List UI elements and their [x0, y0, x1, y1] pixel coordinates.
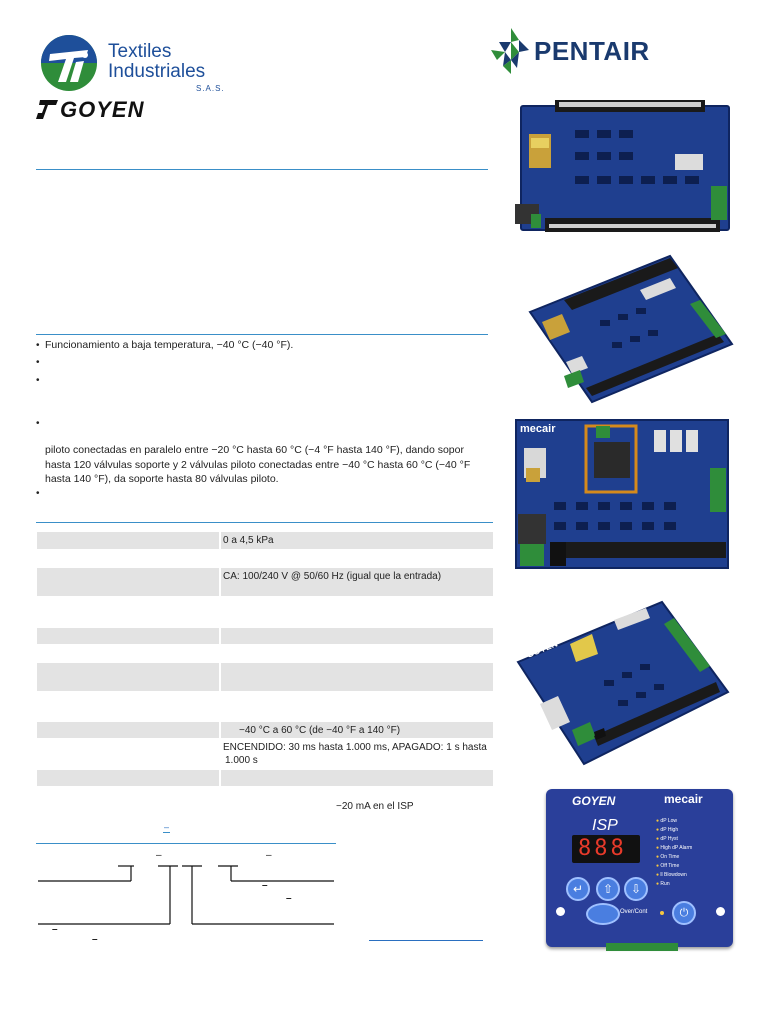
- bullet-icon: •: [36, 488, 40, 499]
- ti-logo-line1: Textiles: [108, 41, 172, 62]
- isp-brand-goyen: GOYEN: [572, 794, 616, 808]
- table-row: [37, 663, 493, 691]
- diagram-mark: –: [52, 924, 58, 935]
- section-divider: [36, 843, 336, 844]
- bullet-icon: •: [36, 418, 40, 429]
- diagram-mark: –: [164, 822, 170, 832]
- isp-connector: [606, 943, 678, 951]
- isp-over-cont-button[interactable]: [586, 903, 620, 925]
- controller-board-photo: [515, 100, 730, 232]
- mecair-board-photo: mecair: [515, 419, 729, 569]
- isp-led-icon: [660, 911, 664, 915]
- isp-indicator: ● Run: [656, 881, 670, 887]
- pentair-logo: PENTAIR: [489, 28, 689, 74]
- ti-logo-line2: Industriales: [108, 61, 206, 82]
- link-underline: [369, 940, 483, 941]
- spec-timing-line1: ENCENDIDO: 30 ms hasta 1.000 ms, APAGADO…: [223, 742, 487, 753]
- isp-indicator: ● ll Blowdown: [656, 872, 687, 878]
- feature-paragraph-line: hasta 140 °F), da soporte hasta 80 válvu…: [45, 473, 279, 485]
- table-row: [37, 628, 493, 644]
- isp-control-panel-photo: GOYEN mecair ISP 888 ● dP Low ● dP High …: [546, 789, 733, 951]
- feature-text: Funcionamiento a baja temperatura, −40 °…: [45, 339, 294, 351]
- ti-emblem-icon: [41, 35, 97, 91]
- spec-timing-line2: 1.000 s: [225, 755, 258, 766]
- power-icon[interactable]: ⏻: [672, 901, 696, 925]
- goyen-logo-text: GOYEN: [60, 97, 145, 122]
- isp-screw-icon: [716, 907, 725, 916]
- diagram-mark: –: [156, 850, 162, 861]
- isp-down-button[interactable]: ⇩: [624, 877, 648, 901]
- feature-paragraph-line: piloto conectadas en paralelo entre −20 …: [45, 444, 464, 456]
- isp-indicator: ● dP Low: [656, 818, 678, 824]
- isp-indicator: ● Off Time: [656, 863, 680, 869]
- isp-indicator: ● On Time: [656, 854, 680, 860]
- spec-pressure-range: 0 a 4,5 kPa: [223, 535, 274, 546]
- table-row: [37, 532, 493, 549]
- section-divider: [36, 522, 493, 523]
- diagram-mark: –: [262, 880, 268, 891]
- spec-temperature: −40 °C a 60 °C (de −40 °F a 140 °F): [239, 725, 401, 736]
- diagram-mark: –: [164, 822, 169, 832]
- diagram-mark: –: [92, 934, 98, 945]
- bullet-icon: •: [36, 375, 40, 386]
- isp-over-cont-label: Over/Cont: [620, 909, 648, 915]
- table-row: [37, 770, 493, 786]
- isp-brand-mecair: mecair: [664, 792, 703, 806]
- spec-current-signal: −20 mA en el ISP: [336, 801, 414, 812]
- isp-display: 888: [572, 835, 640, 863]
- textiles-industriales-logo: Textiles Industriales S.A.S.: [36, 30, 224, 96]
- controller-board-angled-photo: [528, 254, 734, 404]
- isp-enter-button[interactable]: ↵: [566, 877, 590, 901]
- board-brand-text: mecair: [520, 423, 556, 435]
- goyen-board-photo: GOYEN: [516, 600, 730, 766]
- bullet-icon: •: [36, 357, 40, 368]
- isp-title: ISP: [592, 817, 618, 834]
- ordering-code-diagram: [38, 865, 334, 925]
- spec-output-power: CA: 100/240 V @ 50/60 Hz (igual que la e…: [223, 571, 442, 582]
- isp-screw-icon: [556, 907, 565, 916]
- isp-indicator: ● dP Hyst: [656, 836, 678, 842]
- ti-logo-sas: S.A.S.: [196, 84, 225, 93]
- goyen-mark-icon: [36, 100, 58, 119]
- pentair-mark-icon: [491, 28, 529, 74]
- diagram-mark: –: [266, 850, 272, 861]
- section-divider: [36, 334, 488, 335]
- small-link-underline: [163, 832, 170, 833]
- isp-up-button[interactable]: ⇧: [596, 877, 620, 901]
- isp-indicator: ● High dP Alarm: [656, 845, 693, 851]
- section-divider: [36, 169, 488, 170]
- feature-paragraph-line: hasta 120 válvulas soporte y 2 válvulas …: [45, 459, 471, 471]
- isp-indicator: ● dP High: [656, 827, 679, 833]
- pentair-logo-text: PENTAIR: [534, 36, 650, 66]
- bullet-icon: •: [36, 340, 40, 351]
- diagram-mark: –: [286, 893, 292, 904]
- table-row: [37, 722, 493, 738]
- isp-display-digits: 888: [578, 836, 627, 861]
- table-row: [37, 568, 493, 596]
